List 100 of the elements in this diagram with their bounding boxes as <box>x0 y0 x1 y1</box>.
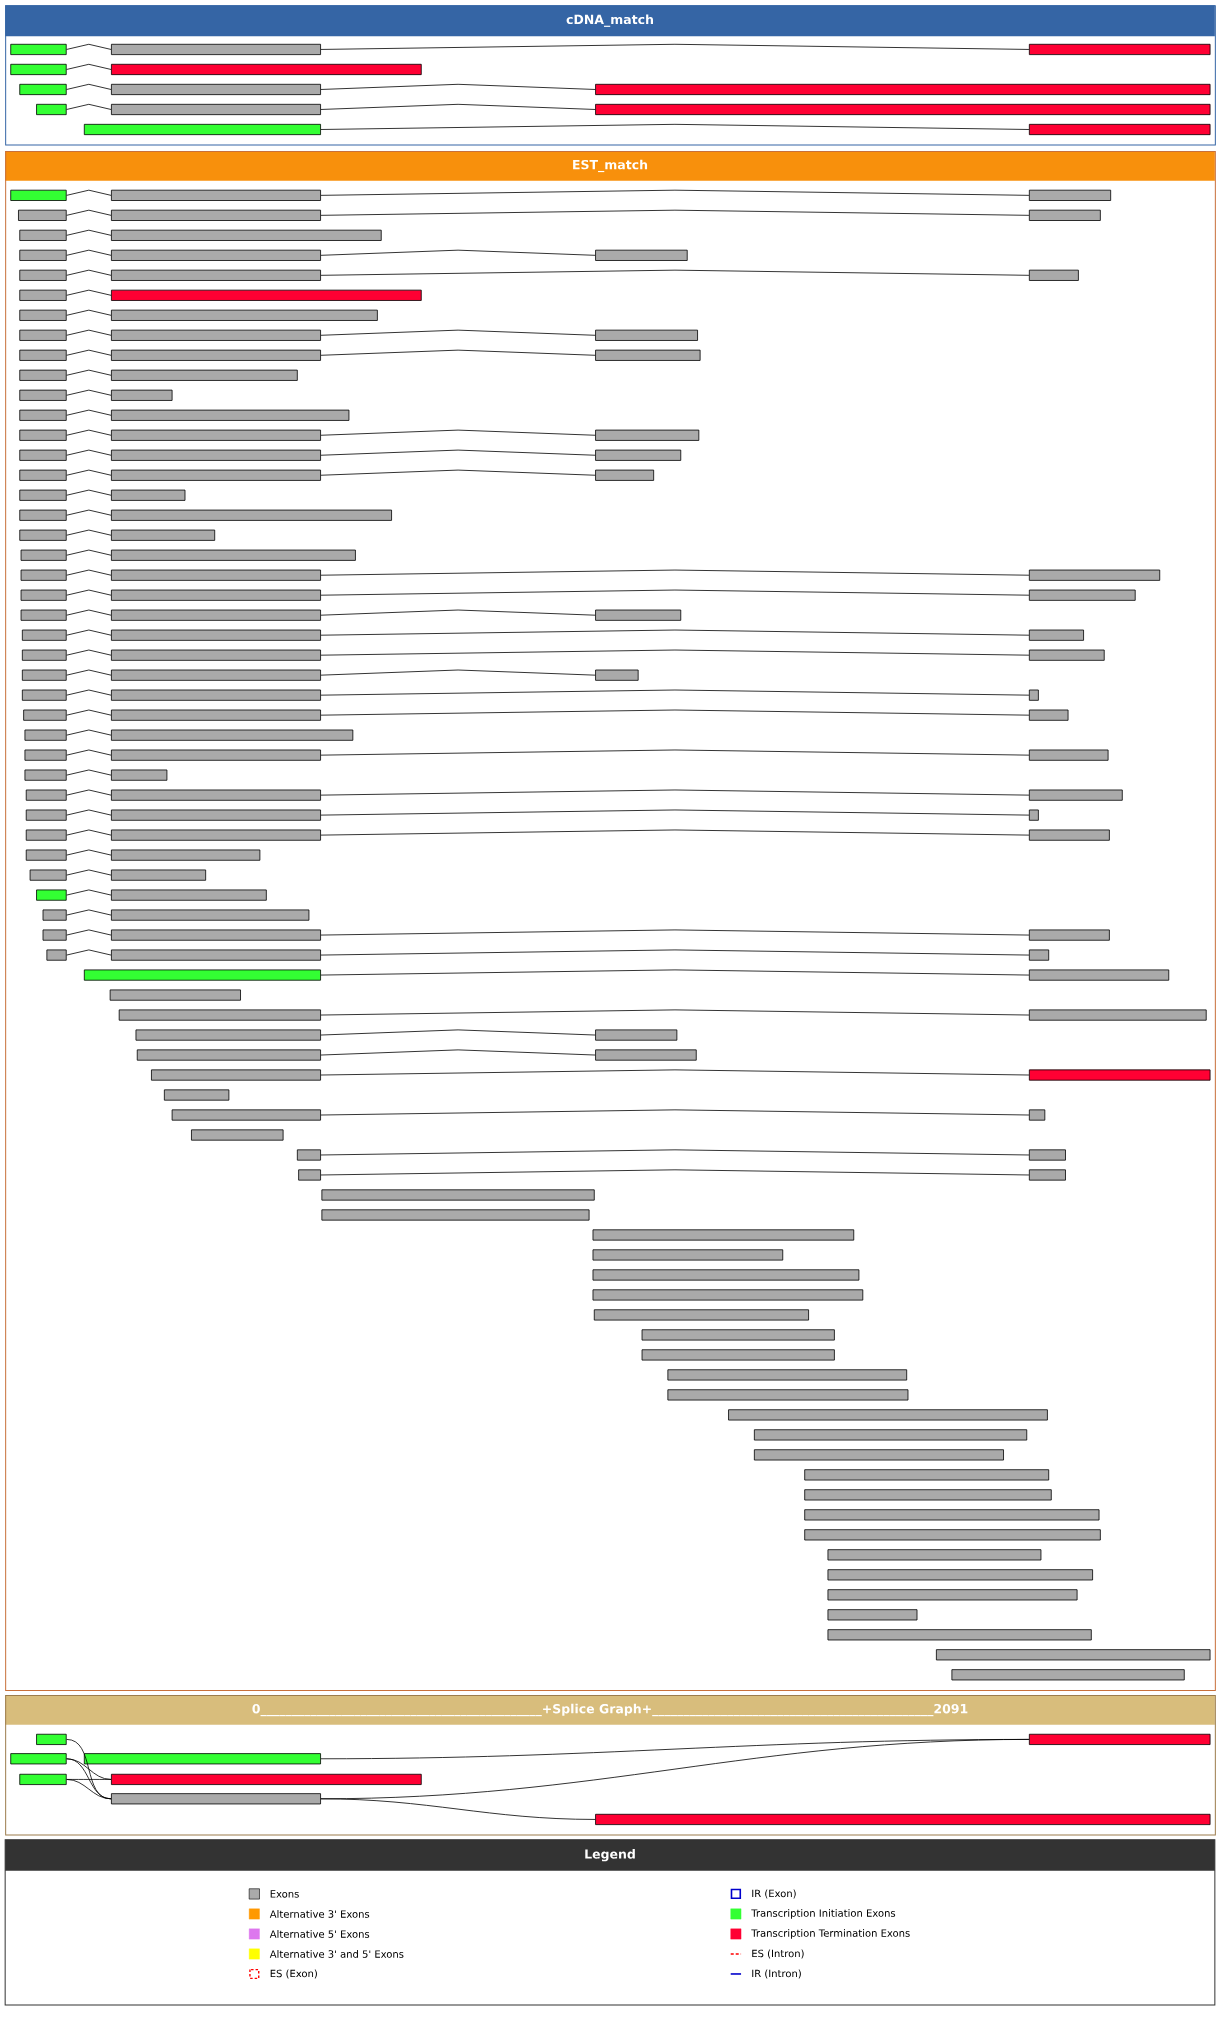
intron-line <box>320 789 1030 796</box>
exon-bar <box>19 369 67 381</box>
intron-line <box>320 609 596 616</box>
intron-line <box>320 649 1030 656</box>
exon-bar <box>1028 709 1069 721</box>
intron-line <box>66 189 112 196</box>
intron-line <box>66 649 112 656</box>
exon-bar <box>1028 829 1110 841</box>
legend-label: Alternative 3' and 5' Exons <box>269 1950 404 1958</box>
intron-line <box>66 769 112 776</box>
intron-line <box>66 209 112 216</box>
intron-line <box>66 289 112 296</box>
intron-line <box>320 349 596 356</box>
exon-bar <box>111 469 321 481</box>
track-panel <box>5 1695 1216 1836</box>
exon-bar <box>111 103 321 116</box>
exon-bar <box>111 769 168 781</box>
exon-bar <box>321 1209 590 1221</box>
intron-line <box>320 1149 1030 1156</box>
exon-bar <box>111 649 321 661</box>
exon-bar <box>753 1449 1004 1461</box>
intron-line <box>66 749 112 756</box>
intron-line <box>66 669 112 676</box>
exon-bar <box>804 1489 1052 1501</box>
intron-line <box>66 449 112 456</box>
intron-line <box>66 549 112 556</box>
exon-bar <box>595 1049 697 1061</box>
exon-bar <box>151 1069 321 1081</box>
exon-bar <box>19 449 67 461</box>
exon-bar <box>936 1649 1211 1661</box>
exon-bar <box>111 609 321 621</box>
intron-line <box>66 889 112 896</box>
exon-bar <box>827 1569 1093 1581</box>
intron-line <box>66 329 112 336</box>
exon-bar <box>1028 1109 1046 1121</box>
exon-bar <box>19 269 67 281</box>
exon-bar <box>111 349 321 361</box>
intron-line <box>320 589 1030 596</box>
exon-bar <box>804 1509 1100 1521</box>
intron-line <box>66 689 112 696</box>
panel-title: Legend <box>585 1849 635 1862</box>
intron-line <box>66 103 112 110</box>
intron-line <box>66 43 112 50</box>
exon-bar <box>118 1009 321 1021</box>
intron-line <box>66 909 112 916</box>
intron-line <box>320 43 1030 50</box>
intron-line <box>66 309 112 316</box>
exon-bar <box>21 689 67 701</box>
exon-bar <box>667 1389 909 1401</box>
exon-bar <box>10 43 67 55</box>
exon-bar <box>641 1329 835 1341</box>
exon-bar <box>595 103 1211 116</box>
legend-label: Transcription Initiation Exons <box>751 1909 896 1919</box>
exon-bar <box>111 809 321 821</box>
exon-bar <box>24 769 67 781</box>
exon-bar <box>111 269 321 281</box>
exon-bar <box>136 1049 321 1061</box>
exon-bar <box>321 1189 595 1201</box>
exon-bar <box>19 389 67 401</box>
exon-bar <box>667 1369 908 1381</box>
exon-bar <box>827 1589 1078 1601</box>
exon-bar <box>29 869 67 881</box>
intron-line <box>66 269 112 276</box>
exon-bar <box>1028 1169 1066 1181</box>
intron-line <box>320 103 596 110</box>
exon-bar <box>20 589 67 601</box>
intron-line <box>66 429 112 436</box>
exon-bar <box>1028 209 1101 221</box>
exon-bar <box>827 1629 1092 1641</box>
legend-label: IR (Intron) <box>752 1969 801 1979</box>
exon-bar <box>593 1309 809 1321</box>
exon-bar <box>21 629 67 641</box>
panel-title: cDNA_match <box>566 14 653 27</box>
intron-line <box>320 1069 1030 1076</box>
exon-bar <box>19 469 67 481</box>
exon-bar <box>728 1409 1048 1421</box>
exon-bar <box>19 489 67 501</box>
exon-bar <box>804 1529 1101 1541</box>
intron-line <box>320 829 1030 836</box>
track-panel <box>5 5 1216 146</box>
intron-line <box>66 729 112 736</box>
exon-bar <box>1028 649 1105 661</box>
exon-bar <box>111 669 321 681</box>
intron-line <box>320 749 1030 756</box>
exon-bar <box>111 229 382 241</box>
exon-bar <box>111 409 350 421</box>
exon-bar <box>111 429 321 441</box>
exon-bar <box>171 1109 321 1121</box>
intron-line <box>66 349 112 356</box>
exon-bar <box>1028 269 1079 281</box>
intron-line <box>320 123 1030 130</box>
exon-bar <box>1028 809 1039 821</box>
intron-line <box>320 629 1030 636</box>
exon-bar <box>111 209 321 221</box>
exon-bar <box>595 449 682 461</box>
exon-bar <box>19 83 67 96</box>
intron-line <box>320 1009 1030 1016</box>
exon-bar <box>111 749 321 761</box>
exon-bar <box>23 709 67 721</box>
exon-bar <box>595 429 700 441</box>
